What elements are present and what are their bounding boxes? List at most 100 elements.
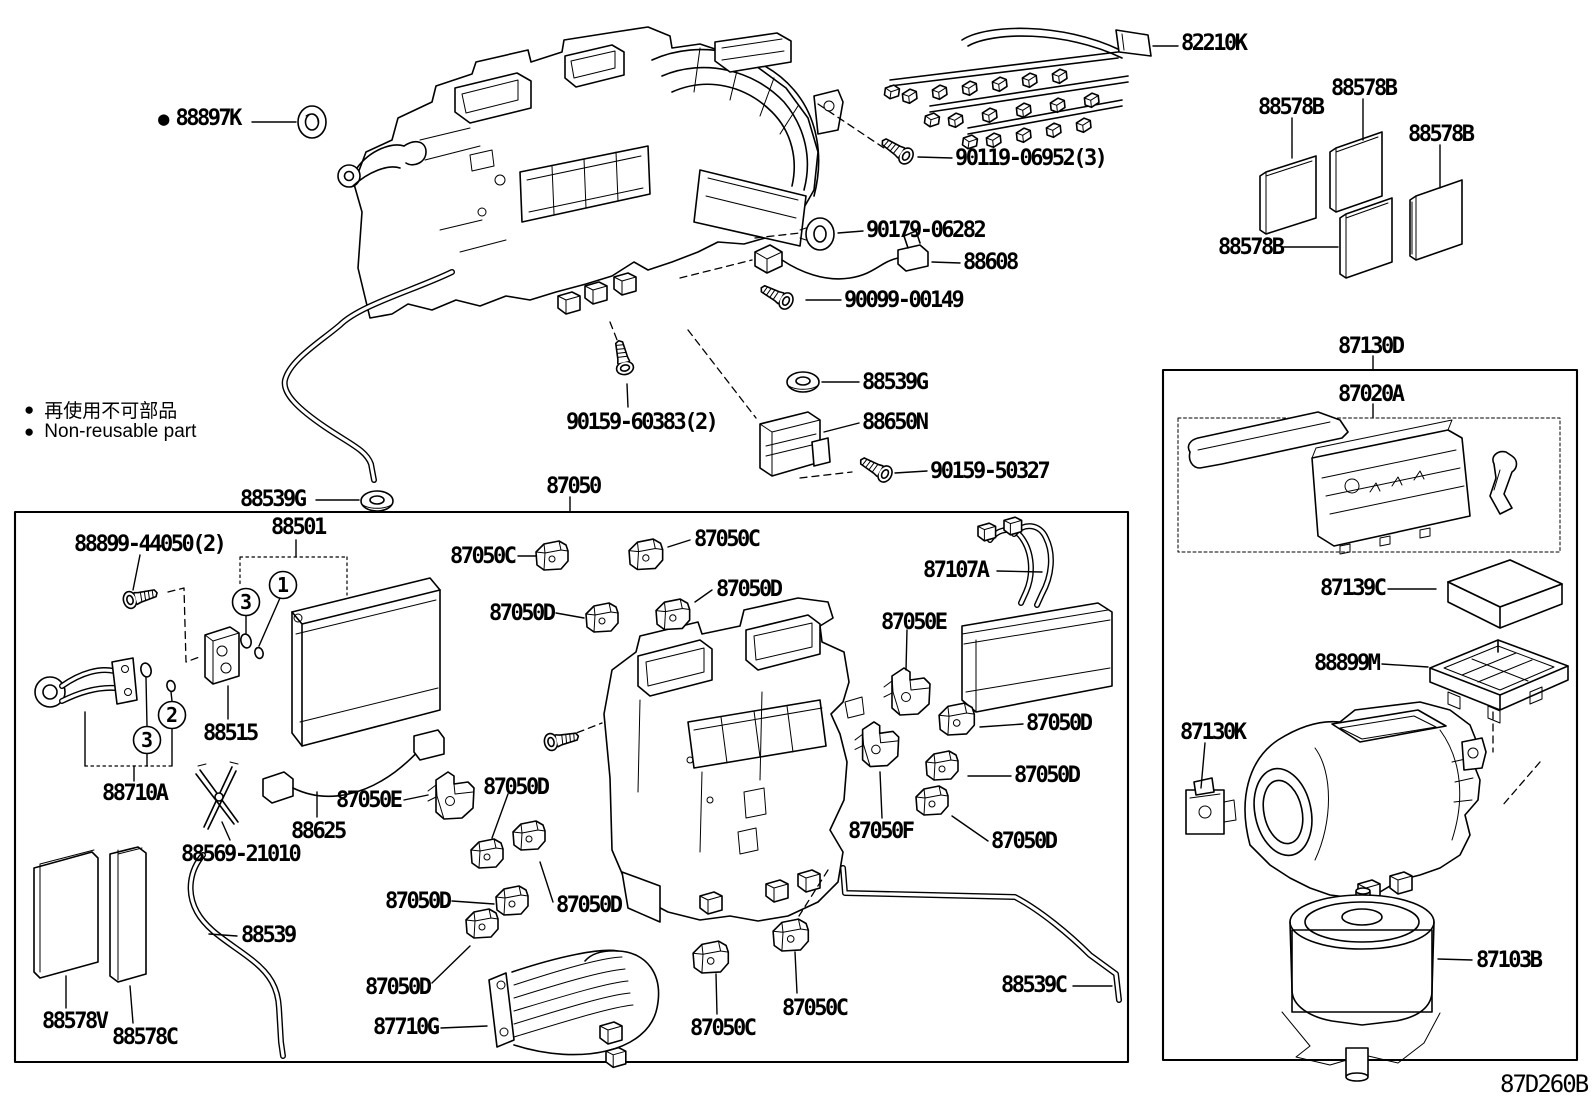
bullet-icon: ● bbox=[24, 399, 35, 419]
part-label-87050d-7: 87050D bbox=[1026, 711, 1093, 736]
part-label-87050c-4: 87050C bbox=[782, 996, 849, 1021]
legend-non-reusable-en: ●Non-reusable part bbox=[24, 421, 197, 442]
part-label-87050d-8: 87050D bbox=[1014, 763, 1081, 788]
part-label-88578b-2: 88578B bbox=[1331, 76, 1398, 101]
part-label-87050c-2: 87050C bbox=[694, 527, 761, 552]
pipe-88539c bbox=[843, 868, 1119, 1000]
screw-90159-50327 bbox=[855, 451, 896, 486]
screw-90099 bbox=[756, 279, 797, 313]
callout-1: 1 bbox=[277, 573, 289, 597]
part-label-90159-50327: 90159-50327 bbox=[930, 459, 1051, 484]
tool-88569-21010 bbox=[196, 762, 238, 829]
part-label-90179-06282: 90179-06282 bbox=[866, 218, 987, 243]
part-label-88515: 88515 bbox=[203, 721, 259, 746]
part-label-87050d-9: 87050D bbox=[991, 829, 1058, 854]
screw-90159-60383 bbox=[609, 338, 636, 378]
callout-3a: 3 bbox=[240, 590, 252, 614]
part-label-87050: 87050 bbox=[546, 474, 602, 499]
o-rings bbox=[139, 633, 264, 692]
right-parts-box bbox=[1163, 370, 1577, 1060]
part-label-88608: 88608 bbox=[963, 250, 1019, 275]
part-label-88501: 88501 bbox=[271, 515, 327, 540]
drain-pipe-to-grommet bbox=[285, 272, 452, 480]
leader-lines bbox=[66, 46, 1472, 1028]
grommet-90179 bbox=[800, 218, 834, 250]
blower-case-illustration bbox=[1245, 702, 1540, 903]
part-label-87130d: 87130D bbox=[1338, 334, 1405, 359]
heater-unit-top-illustration bbox=[338, 27, 884, 418]
part-label-90099-00149: 90099-00149 bbox=[844, 288, 965, 313]
legend-non-reusable-jp: ●再使用不可部品 bbox=[24, 399, 178, 423]
part-label-87050d-2: 87050D bbox=[716, 577, 783, 602]
part-label-88578b-1: 88578B bbox=[1258, 95, 1325, 120]
part-label-87103b: 87103B bbox=[1476, 948, 1543, 973]
part-label-88539: 88539 bbox=[241, 923, 297, 948]
ac-unit-center-illustration bbox=[566, 598, 864, 922]
part-label-88899m: 88899M bbox=[1314, 651, 1381, 676]
part-label-87050e-2: 87050E bbox=[881, 610, 948, 635]
callout-3b: 3 bbox=[141, 728, 153, 752]
part-label-88539g-upper: 88539G bbox=[862, 370, 929, 395]
filter-88578v bbox=[34, 850, 98, 978]
part-label-87130k: 87130K bbox=[1180, 720, 1247, 745]
part-label-88625: 88625 bbox=[291, 819, 347, 844]
part-label-88710a: 88710A bbox=[102, 781, 169, 806]
part-label-90119-06952: 90119-06952(3) bbox=[955, 146, 1108, 171]
heater-core-87107a bbox=[962, 516, 1112, 712]
part-label-82210k: 82210K bbox=[1181, 31, 1248, 56]
filters-88578b bbox=[1260, 132, 1462, 278]
part-label-87050d-1: 87050D bbox=[489, 601, 556, 626]
bullet-icon: ● bbox=[24, 422, 35, 441]
part-label-87050d-3: 87050D bbox=[483, 775, 550, 800]
screw-90119 bbox=[877, 132, 917, 168]
part-label-88539g-left: 88539G bbox=[240, 487, 307, 512]
main-parts-box bbox=[15, 512, 1128, 1062]
part-label-87107a: 87107A bbox=[923, 558, 990, 583]
part-label-87050c-1: 87050C bbox=[450, 544, 517, 569]
part-label-88578c: 88578C bbox=[112, 1025, 179, 1050]
part-label-87050f: 87050F bbox=[848, 819, 915, 844]
grommet-88539g-upper bbox=[786, 371, 820, 393]
servo-87130k bbox=[1186, 778, 1236, 834]
thermistor-88608 bbox=[755, 231, 928, 279]
wire-88625 bbox=[263, 730, 444, 803]
part-label-88578b-3: 88578B bbox=[1408, 122, 1475, 147]
part-label-87139c: 87139C bbox=[1320, 576, 1387, 601]
screw-88899-44050 bbox=[120, 583, 161, 611]
amplifier-88650n bbox=[760, 412, 852, 478]
dashed-88899 bbox=[168, 588, 202, 662]
callout-2: 2 bbox=[166, 703, 178, 727]
cowl-grille-87020a bbox=[1188, 412, 1516, 554]
wire-harness-82210k bbox=[883, 28, 1151, 151]
part-label-90159-60383: 90159-60383(2) bbox=[566, 410, 719, 435]
filter-frame-88899m bbox=[1430, 640, 1568, 752]
part-label-87050d-4: 87050D bbox=[556, 893, 623, 918]
part-label-88539c: 88539C bbox=[1001, 973, 1068, 998]
drain-hose-88539 bbox=[191, 855, 283, 1056]
non-reusable-bullet-icon: ● bbox=[158, 108, 170, 130]
part-label-88569-21010: 88569-21010 bbox=[181, 842, 302, 867]
part-label-87710g: 87710G bbox=[373, 1015, 440, 1040]
callout-bracket-lines bbox=[85, 540, 347, 781]
part-label-87050e-1: 87050E bbox=[336, 788, 403, 813]
evaporator-88501 bbox=[292, 578, 440, 746]
part-label-88650n: 88650N bbox=[862, 410, 929, 435]
screw-center-unit bbox=[542, 727, 581, 753]
part-label-88578v: 88578V bbox=[42, 1009, 109, 1034]
filter-88578c bbox=[110, 847, 146, 982]
part-label-87050d-5: 87050D bbox=[385, 889, 452, 914]
part-label-87020a: 87020A bbox=[1338, 382, 1405, 407]
pipe-assembly-88710a bbox=[35, 658, 137, 707]
heater-pipes-87710g bbox=[489, 950, 659, 1069]
part-label-88897k: ●88897K bbox=[158, 106, 242, 131]
expansion-valve-88515 bbox=[205, 627, 239, 684]
part-label-87050d-6: 87050D bbox=[365, 975, 432, 1000]
part-label-88899-44050: 88899-44050(2) bbox=[74, 532, 227, 557]
cabin-filter-87139c bbox=[1448, 560, 1562, 628]
grommet-88897k bbox=[298, 106, 326, 138]
blower-motor-87103b bbox=[1282, 888, 1440, 1081]
grommet-88539g-left bbox=[360, 490, 394, 512]
part-label-87050c-3: 87050C bbox=[690, 1016, 757, 1041]
